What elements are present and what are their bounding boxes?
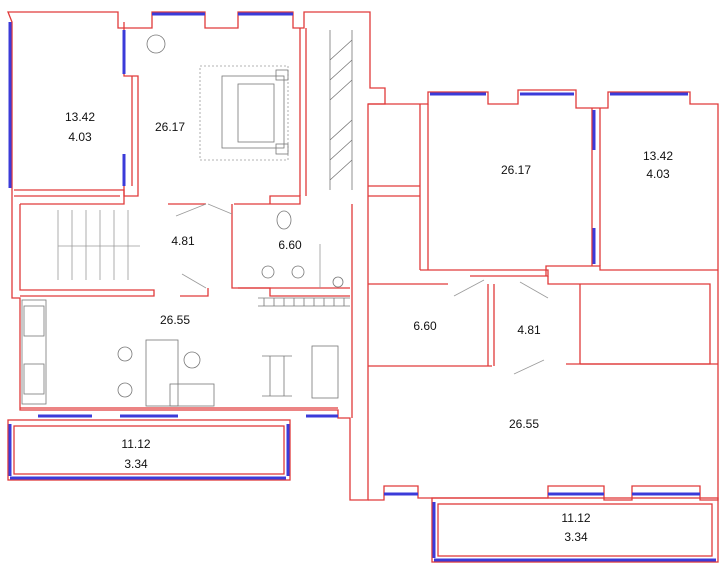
right-plan-doors (453, 279, 549, 375)
right-room-2-sub: 4.03 (646, 167, 670, 181)
left-room-6-area: 11.12 (121, 437, 150, 451)
left-plan-furniture (21, 30, 353, 407)
right-room-2-area: 13.42 (643, 149, 673, 163)
left-room-4-area: 6.60 (278, 238, 302, 252)
left-plan-windows (8, 12, 338, 480)
right-room-4-area: 4.81 (517, 323, 541, 337)
right-room-6-sub: 3.34 (564, 530, 588, 544)
left-room-3-area: 4.81 (171, 234, 195, 248)
right-room-3-area: 6.60 (413, 319, 437, 333)
right-plan-walls (368, 89, 719, 563)
right-plan-labels: 26.17 13.42 4.03 6.60 4.81 26.55 11.12 3… (413, 149, 673, 544)
left-plan-walls (7, 11, 386, 501)
left-room-1-area: 13.42 (65, 110, 95, 124)
right-room-5-area: 26.55 (509, 417, 539, 431)
right-room-1-area: 26.17 (501, 163, 531, 177)
left-room-6-sub: 3.34 (124, 457, 148, 471)
right-plan-windows (384, 92, 716, 562)
left-plan-labels: 13.42 4.03 26.17 4.81 6.60 26.55 11.12 3… (65, 110, 302, 471)
left-room-2-area: 26.17 (155, 120, 185, 134)
left-room-1-sub: 4.03 (68, 130, 92, 144)
left-room-5-area: 26.55 (160, 313, 190, 327)
right-room-6-area: 11.12 (561, 511, 590, 525)
